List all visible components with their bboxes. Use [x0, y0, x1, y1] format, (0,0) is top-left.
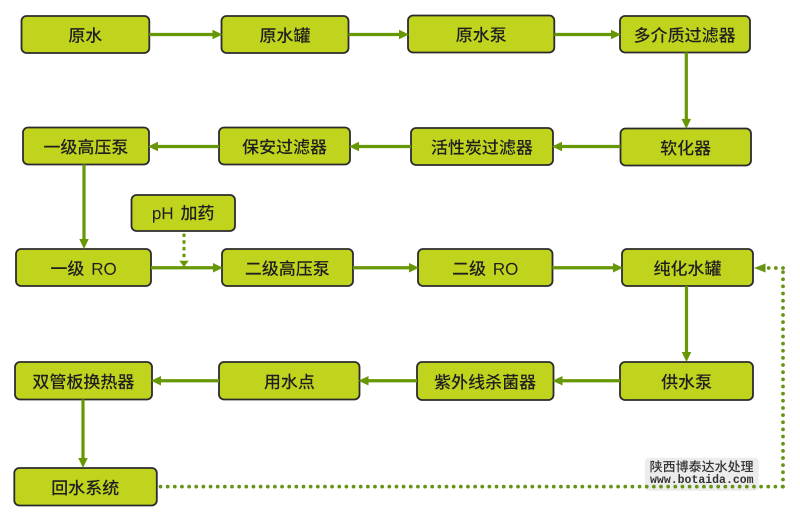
svg-text:www.botaida.com: www.botaida.com — [650, 474, 754, 487]
